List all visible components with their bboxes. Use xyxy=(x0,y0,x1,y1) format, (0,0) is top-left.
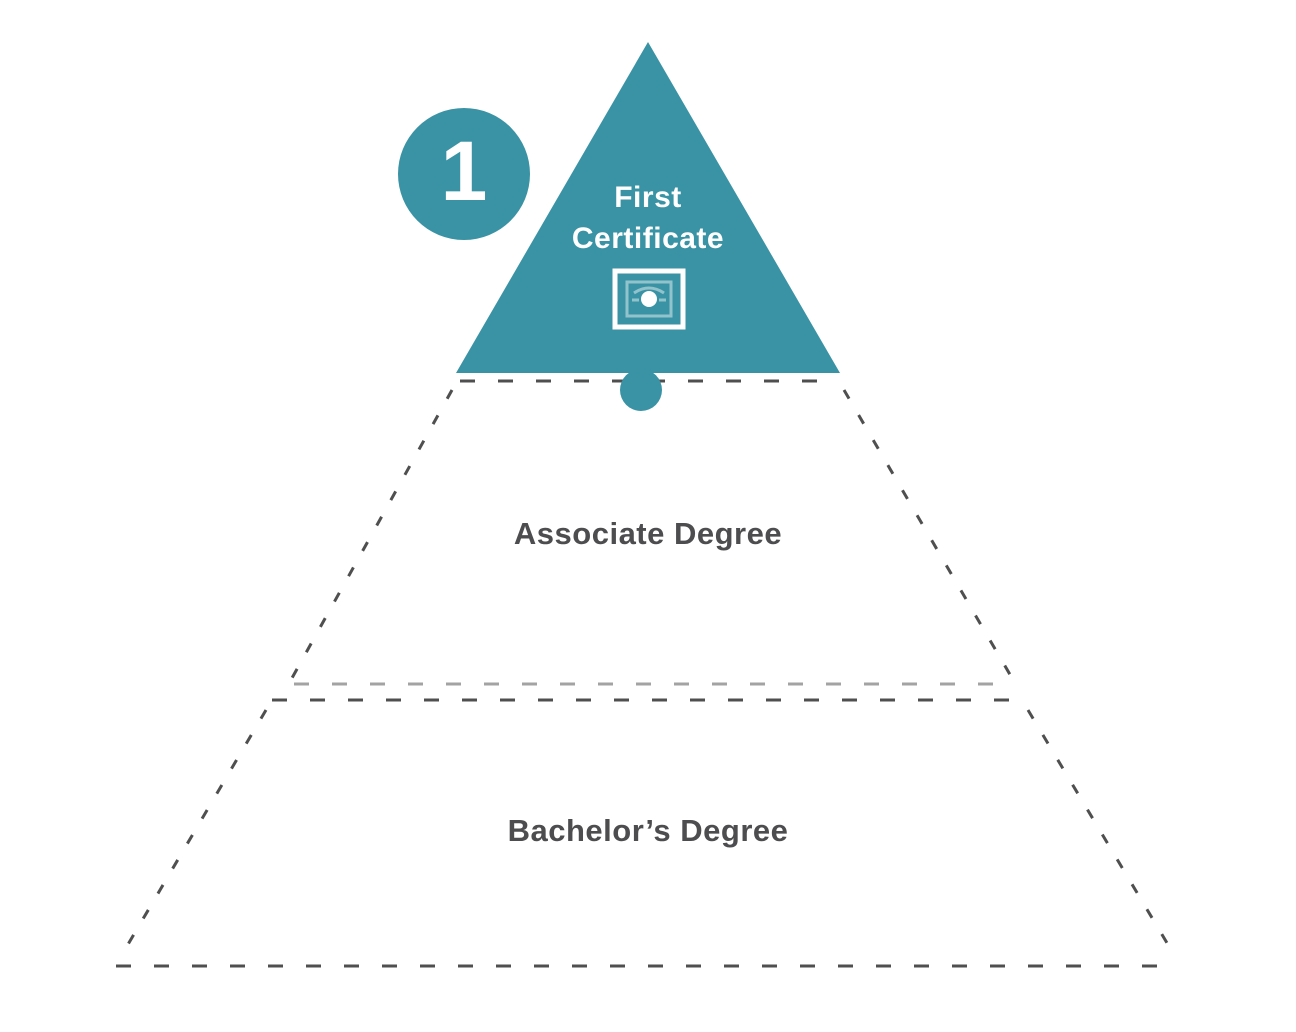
middle-level-label: Associate Degree xyxy=(513,516,783,551)
step-badge: 1 xyxy=(398,108,530,240)
connector-dot xyxy=(620,369,662,411)
top-level-label-line1: First xyxy=(614,181,682,214)
bottom-level-right-edge xyxy=(1026,709,1178,959)
certificate-icon-arc xyxy=(633,286,665,295)
top-level-label-line2: Certificate xyxy=(571,222,725,255)
bottom-level-left-edge xyxy=(118,709,268,959)
certificate-icon-seal xyxy=(641,291,657,307)
top-level-triangle xyxy=(456,42,840,373)
bottom-level-label: Bachelor’s Degree xyxy=(507,813,789,848)
certificate-icon-inner-frame xyxy=(625,280,673,318)
certificate-icon xyxy=(612,268,686,330)
certificate-icon-frame xyxy=(612,268,686,330)
step-badge-number: 1 xyxy=(440,124,488,218)
top-level-label: First Certificate xyxy=(498,177,798,259)
